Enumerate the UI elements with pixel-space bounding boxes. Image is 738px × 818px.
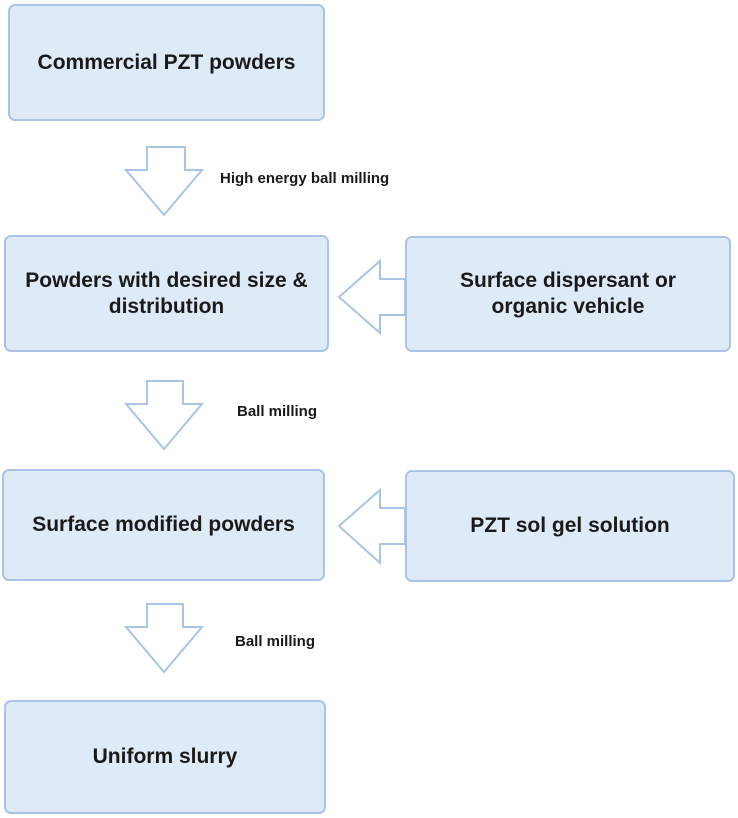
node-label: Surface dispersant or organic vehicle — [460, 269, 676, 318]
down-arrow-3 — [123, 603, 205, 674]
edge-label-high-energy-ball-milling: High energy ball milling — [220, 170, 390, 187]
node-label: Uniform slurry — [92, 745, 238, 768]
node-uniform-slurry: Uniform slurry — [4, 700, 326, 814]
node-commercial-pzt-powders: Commercial PZT powders — [8, 4, 325, 121]
left-arrow-sol-gel — [337, 487, 406, 566]
node-label: Commercial PZT powders — [37, 50, 296, 74]
node-pzt-sol-gel: PZT sol gel solution — [405, 470, 735, 582]
down-arrow-1 — [123, 146, 205, 217]
node-label: PZT sol gel solution — [470, 514, 670, 537]
left-arrow-dispersant — [337, 258, 406, 336]
node-label: Powders with desired size & distribution — [25, 268, 308, 318]
down-arrow-2 — [123, 380, 205, 451]
edge-label-ball-milling-2: Ball milling — [235, 633, 316, 650]
node-surface-dispersant: Surface dispersant or organic vehicle — [405, 236, 731, 352]
node-powders-desired-size: Powders with desired size & distribution — [4, 235, 329, 352]
edge-label-ball-milling-1: Ball milling — [237, 403, 318, 420]
node-label: Surface modified powders — [32, 513, 295, 536]
node-surface-modified-powders: Surface modified powders — [2, 469, 325, 581]
